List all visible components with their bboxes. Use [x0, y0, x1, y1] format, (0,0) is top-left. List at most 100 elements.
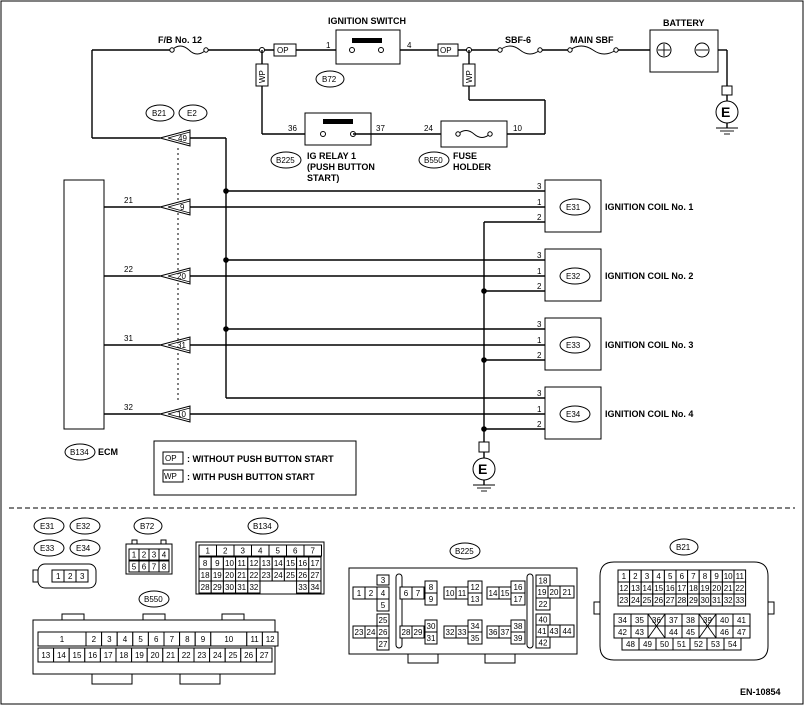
svg-text:1: 1 — [537, 267, 542, 276]
b134-pin-label: 13 — [262, 559, 271, 568]
b550-pin-label: 15 — [73, 651, 82, 660]
b550-pin-label: 25 — [229, 651, 238, 660]
b21-pin-label: 2 — [633, 572, 638, 581]
b21-pin-label: 29 — [689, 596, 698, 605]
svg-text:B550: B550 — [144, 595, 163, 604]
b134-pin-label: 2 — [223, 547, 228, 556]
svg-text:2: 2 — [68, 572, 73, 581]
coil-pin-numbers: 312 312 312 312 — [537, 182, 542, 429]
b134-pin-label: 29 — [213, 583, 222, 592]
svg-text:E33: E33 — [40, 544, 55, 553]
b21-pin-label: 31 — [712, 596, 721, 605]
b225-pin — [424, 631, 438, 645]
b21-pin-label: 38 — [686, 616, 695, 625]
b21-pin-label: 26 — [654, 596, 663, 605]
b134-pin — [308, 580, 322, 594]
b225-pin-label: 16 — [514, 583, 523, 592]
b225-pin — [376, 637, 390, 651]
b225-pin-label: 18 — [539, 577, 548, 586]
b225-pin-label: 22 — [539, 600, 548, 609]
b21-pin-label: 48 — [626, 640, 635, 649]
b225-pin-label: 26 — [379, 628, 388, 637]
sbf6-symbol — [499, 45, 541, 55]
b134-pin-label: 10 — [225, 559, 234, 568]
b225-pin-label: 7 — [416, 589, 421, 598]
b21-pin-label: 4 — [656, 572, 661, 581]
svg-text:B21: B21 — [676, 543, 691, 552]
b550-pin-label: 27 — [260, 651, 269, 660]
b21-pin-label: 46 — [720, 628, 729, 637]
b225-pin-label: 24 — [367, 628, 376, 637]
b225-pin-label: 23 — [355, 628, 364, 637]
b134-pin-label: 30 — [225, 583, 234, 592]
b225-pin — [510, 592, 526, 606]
b225-pin-label: 2 — [369, 589, 374, 598]
b72-pin-label: 4 — [162, 551, 167, 560]
b225-pin — [535, 597, 551, 611]
b134-pin-label: 15 — [286, 559, 295, 568]
connector-badge-b72 — [315, 70, 345, 88]
pin-sw4: 4 — [407, 41, 412, 50]
ecm-row-21: 21 9 — [104, 196, 191, 216]
b72-pin-label: 7 — [152, 563, 157, 572]
op-label-right: OP — [440, 46, 452, 55]
b134-pin-label: 24 — [274, 571, 283, 580]
b21-pin-label: 27 — [666, 596, 675, 605]
coil3-label: IGNITION COIL No. 3 — [605, 340, 693, 350]
b21-pin-label: 25 — [643, 596, 652, 605]
small-connector-badges: E31 E32 E33 E34 — [33, 517, 101, 557]
b550-pin-label: 8 — [185, 635, 190, 644]
fuse-fb12-label: F/B No. 12 — [158, 35, 202, 45]
b21-pin-label: 5 — [668, 572, 673, 581]
b21-pin-label: 13 — [631, 584, 640, 593]
b225-pin-label: 44 — [563, 627, 572, 636]
e2-label: E2 — [187, 109, 197, 118]
connector-badge-b225 — [270, 151, 302, 169]
b550-pin-label: 20 — [151, 651, 160, 660]
fuse-fb12-symbol — [171, 45, 207, 55]
svg-text:1: 1 — [56, 572, 61, 581]
b225-pin — [535, 636, 551, 649]
b225-pin-label: 19 — [538, 588, 547, 597]
b72-pin — [158, 548, 170, 561]
b225-pin-label: 3 — [381, 576, 386, 585]
b134-pin-label: 7 — [311, 547, 316, 556]
b225-pin-label: 29 — [414, 628, 423, 637]
b134-pin — [247, 580, 261, 594]
coil-ground-label: E — [478, 461, 487, 477]
b134-pin-label: 23 — [262, 571, 271, 580]
b550-pin-label: 1 — [60, 635, 65, 644]
b134-pin-label: 28 — [201, 583, 210, 592]
b225-pin-label: 14 — [489, 589, 498, 598]
b21-pin-label: 36 — [652, 616, 661, 625]
b225-pin — [467, 592, 483, 606]
b225-pin — [376, 574, 390, 586]
svg-text:3: 3 — [537, 182, 542, 191]
svg-text:3: 3 — [537, 320, 542, 329]
b21-pin-label: 17 — [677, 584, 686, 593]
b72-pin — [158, 560, 170, 573]
b225-pin — [411, 625, 425, 639]
b225-pin-label: 4 — [381, 589, 386, 598]
b225-pin-label: 8 — [429, 583, 434, 592]
joint-49: 49 — [158, 129, 191, 147]
b134-pin-label: 19 — [213, 571, 222, 580]
ig-relay-label-2: (PUSH BUTTON — [307, 162, 375, 172]
fuse-holder-label-2: HOLDER — [453, 162, 492, 172]
b225-pin-label: 36 — [489, 628, 498, 637]
svg-text:2: 2 — [537, 351, 542, 360]
svg-text:2: 2 — [537, 282, 542, 291]
b134-pin-label: 21 — [237, 571, 246, 580]
b550-pin-label: 13 — [41, 651, 50, 660]
legend: OP : WITHOUT PUSH BUTTON START WP : WITH… — [153, 440, 357, 496]
b550-pin-label: 19 — [135, 651, 144, 660]
b134-pin-label: 32 — [249, 583, 258, 592]
b225-pin-label: 27 — [379, 640, 388, 649]
svg-text:2: 2 — [537, 213, 542, 222]
b72-pin-label: 3 — [152, 551, 157, 560]
